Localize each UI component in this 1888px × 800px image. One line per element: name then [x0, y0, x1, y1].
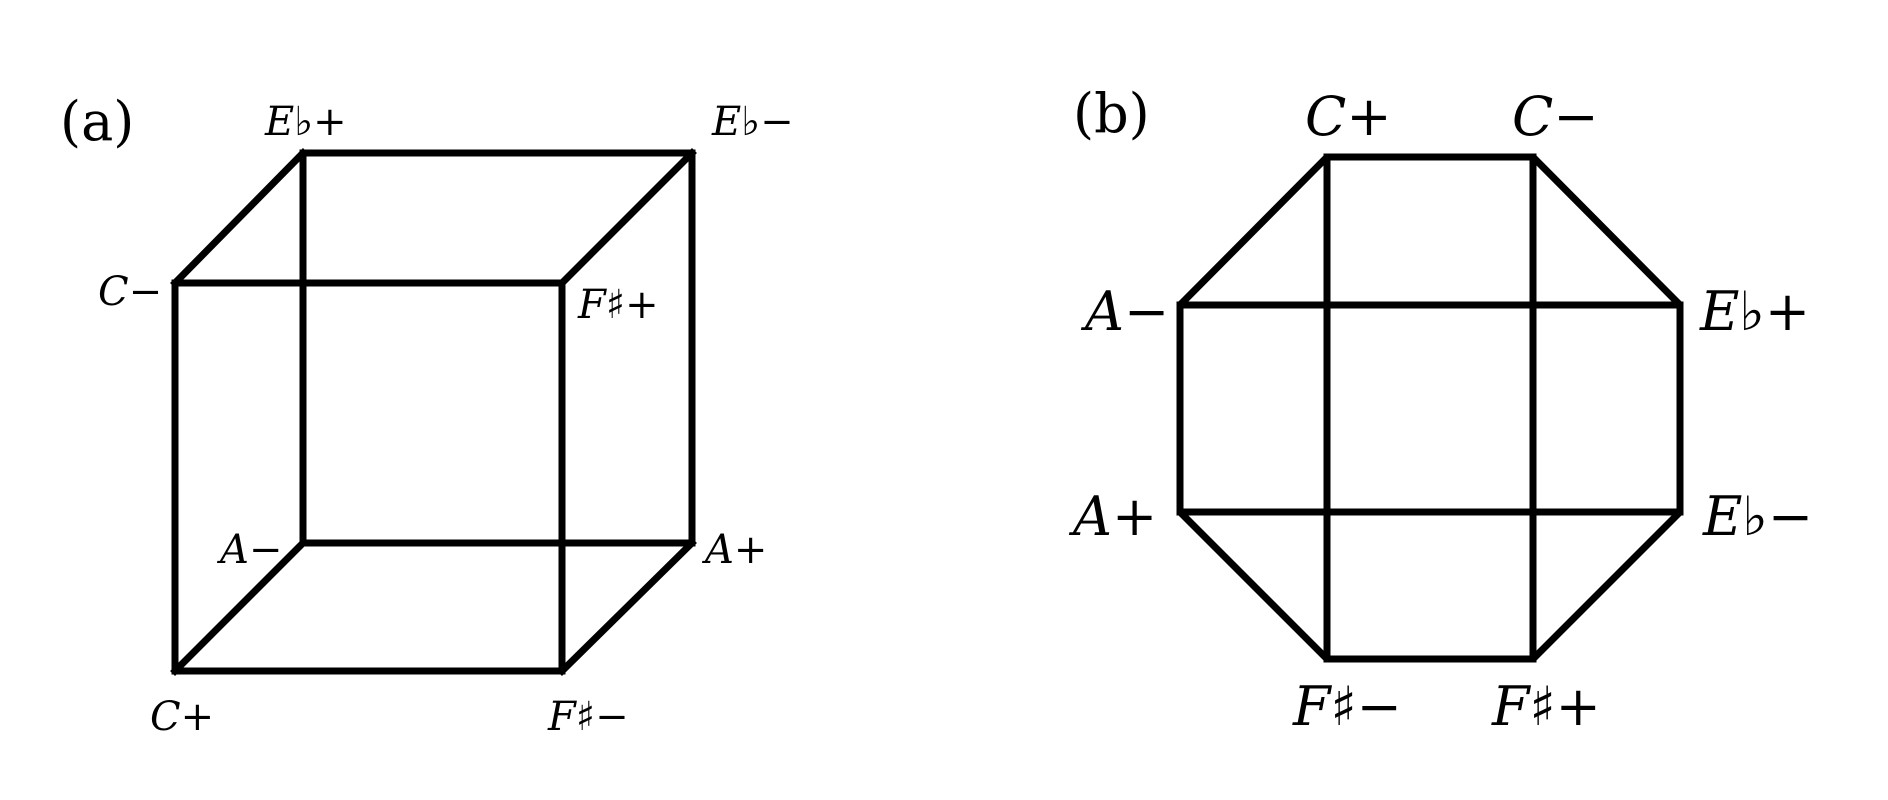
vertex-label-a-plus: A+ — [701, 527, 767, 573]
vertex-label-eb-minus: E♭− — [1702, 485, 1813, 548]
panel-a-label: (a) — [60, 90, 134, 153]
vertex-label-eb-minus: E♭− — [711, 99, 794, 145]
cube-edge — [557, 148, 697, 288]
vertex-label-f-sharp-plus: F♯+ — [1491, 675, 1601, 738]
vertex-label-eb-plus: E♭+ — [264, 99, 347, 145]
panel-a-cube: (a) E♭+ E♭− C− F♯+ A− A+ C+ F♯− — [60, 90, 794, 740]
vertex-label-a-minus: A− — [1080, 280, 1169, 343]
octagon-outline — [1176, 153, 1684, 663]
cube-edge — [170, 538, 308, 676]
vertex-label-c-plus: C+ — [150, 694, 214, 740]
vertex-label-c-plus: C+ — [1305, 85, 1392, 148]
cube-edge — [557, 538, 697, 676]
panel-b-octagon: (b) C+ C− A− E♭+ A+ E♭− F♯− F♯+ — [1068, 82, 1813, 738]
vertex-label-a-plus: A+ — [1068, 485, 1157, 548]
vertex-label-c-minus: C− — [1512, 85, 1599, 148]
vertex-label-f-sharp-minus: F♯− — [1292, 675, 1402, 738]
vertex-label-f-sharp-minus: F♯− — [547, 694, 629, 740]
panel-b-label: (b) — [1073, 82, 1150, 145]
vertex-label-f-sharp-plus: F♯+ — [577, 282, 659, 328]
vertex-label-eb-plus: E♭+ — [1699, 280, 1810, 343]
cube-edge — [170, 148, 308, 288]
cube-back-face — [299, 149, 696, 547]
vertex-label-a-minus: A− — [216, 527, 282, 573]
cube-front-face — [171, 279, 566, 675]
vertex-label-c-minus: C− — [98, 269, 162, 315]
